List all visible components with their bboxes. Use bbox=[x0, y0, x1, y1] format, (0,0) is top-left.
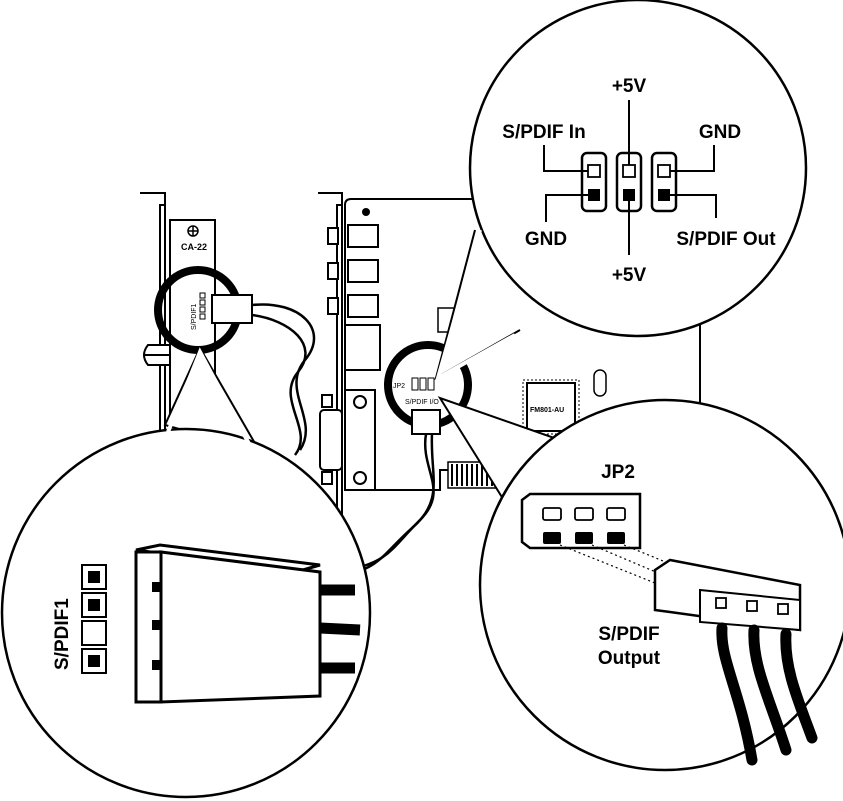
jumper-pins bbox=[411, 377, 435, 391]
left-header-label: S/PDIF1 bbox=[52, 598, 73, 670]
bracket-header-pins bbox=[199, 292, 206, 320]
audio-chip-label: FM801-AU bbox=[530, 407, 564, 414]
jumper-3d-header bbox=[520, 492, 642, 550]
left-zoom-wires bbox=[319, 584, 361, 674]
bracket-plug bbox=[211, 294, 253, 324]
output-wires bbox=[716, 622, 818, 766]
bracket-header-label: S/PDIF1 bbox=[191, 303, 198, 330]
spdif-in-label: S/PDIF In bbox=[502, 122, 585, 143]
left-zoom-plug bbox=[134, 543, 322, 704]
spdif-output-label-line1: S/PDIF bbox=[598, 624, 659, 645]
jumper-header-zoom bbox=[580, 151, 678, 213]
connector-label: S/PDIF I/O bbox=[405, 399, 439, 406]
spdif-cable bbox=[251, 303, 435, 577]
jumper-label: JP2 bbox=[393, 383, 405, 390]
oscillator bbox=[593, 369, 607, 397]
plus5v-top-label: +5V bbox=[612, 76, 647, 97]
plus5v-bottom-label: +5V bbox=[612, 265, 647, 286]
spdif-output-label-line2: Output bbox=[598, 648, 661, 669]
card-model-label: CA-22 bbox=[181, 242, 207, 252]
spdif-output-plug bbox=[653, 558, 802, 632]
card-plug bbox=[411, 409, 441, 435]
gnd-left-label: GND bbox=[525, 229, 567, 250]
pin-leader-lines bbox=[543, 100, 717, 255]
left-header-pins bbox=[81, 564, 107, 674]
audio-chip bbox=[522, 379, 580, 435]
game-port bbox=[319, 389, 376, 491]
screw-icon bbox=[187, 225, 199, 237]
right-header-label: JP2 bbox=[601, 462, 635, 483]
spdif-out-label: S/PDIF Out bbox=[676, 229, 776, 250]
audio-jacks bbox=[327, 224, 381, 371]
mounting-hole bbox=[362, 208, 370, 216]
gnd-right-label: GND bbox=[699, 122, 741, 143]
